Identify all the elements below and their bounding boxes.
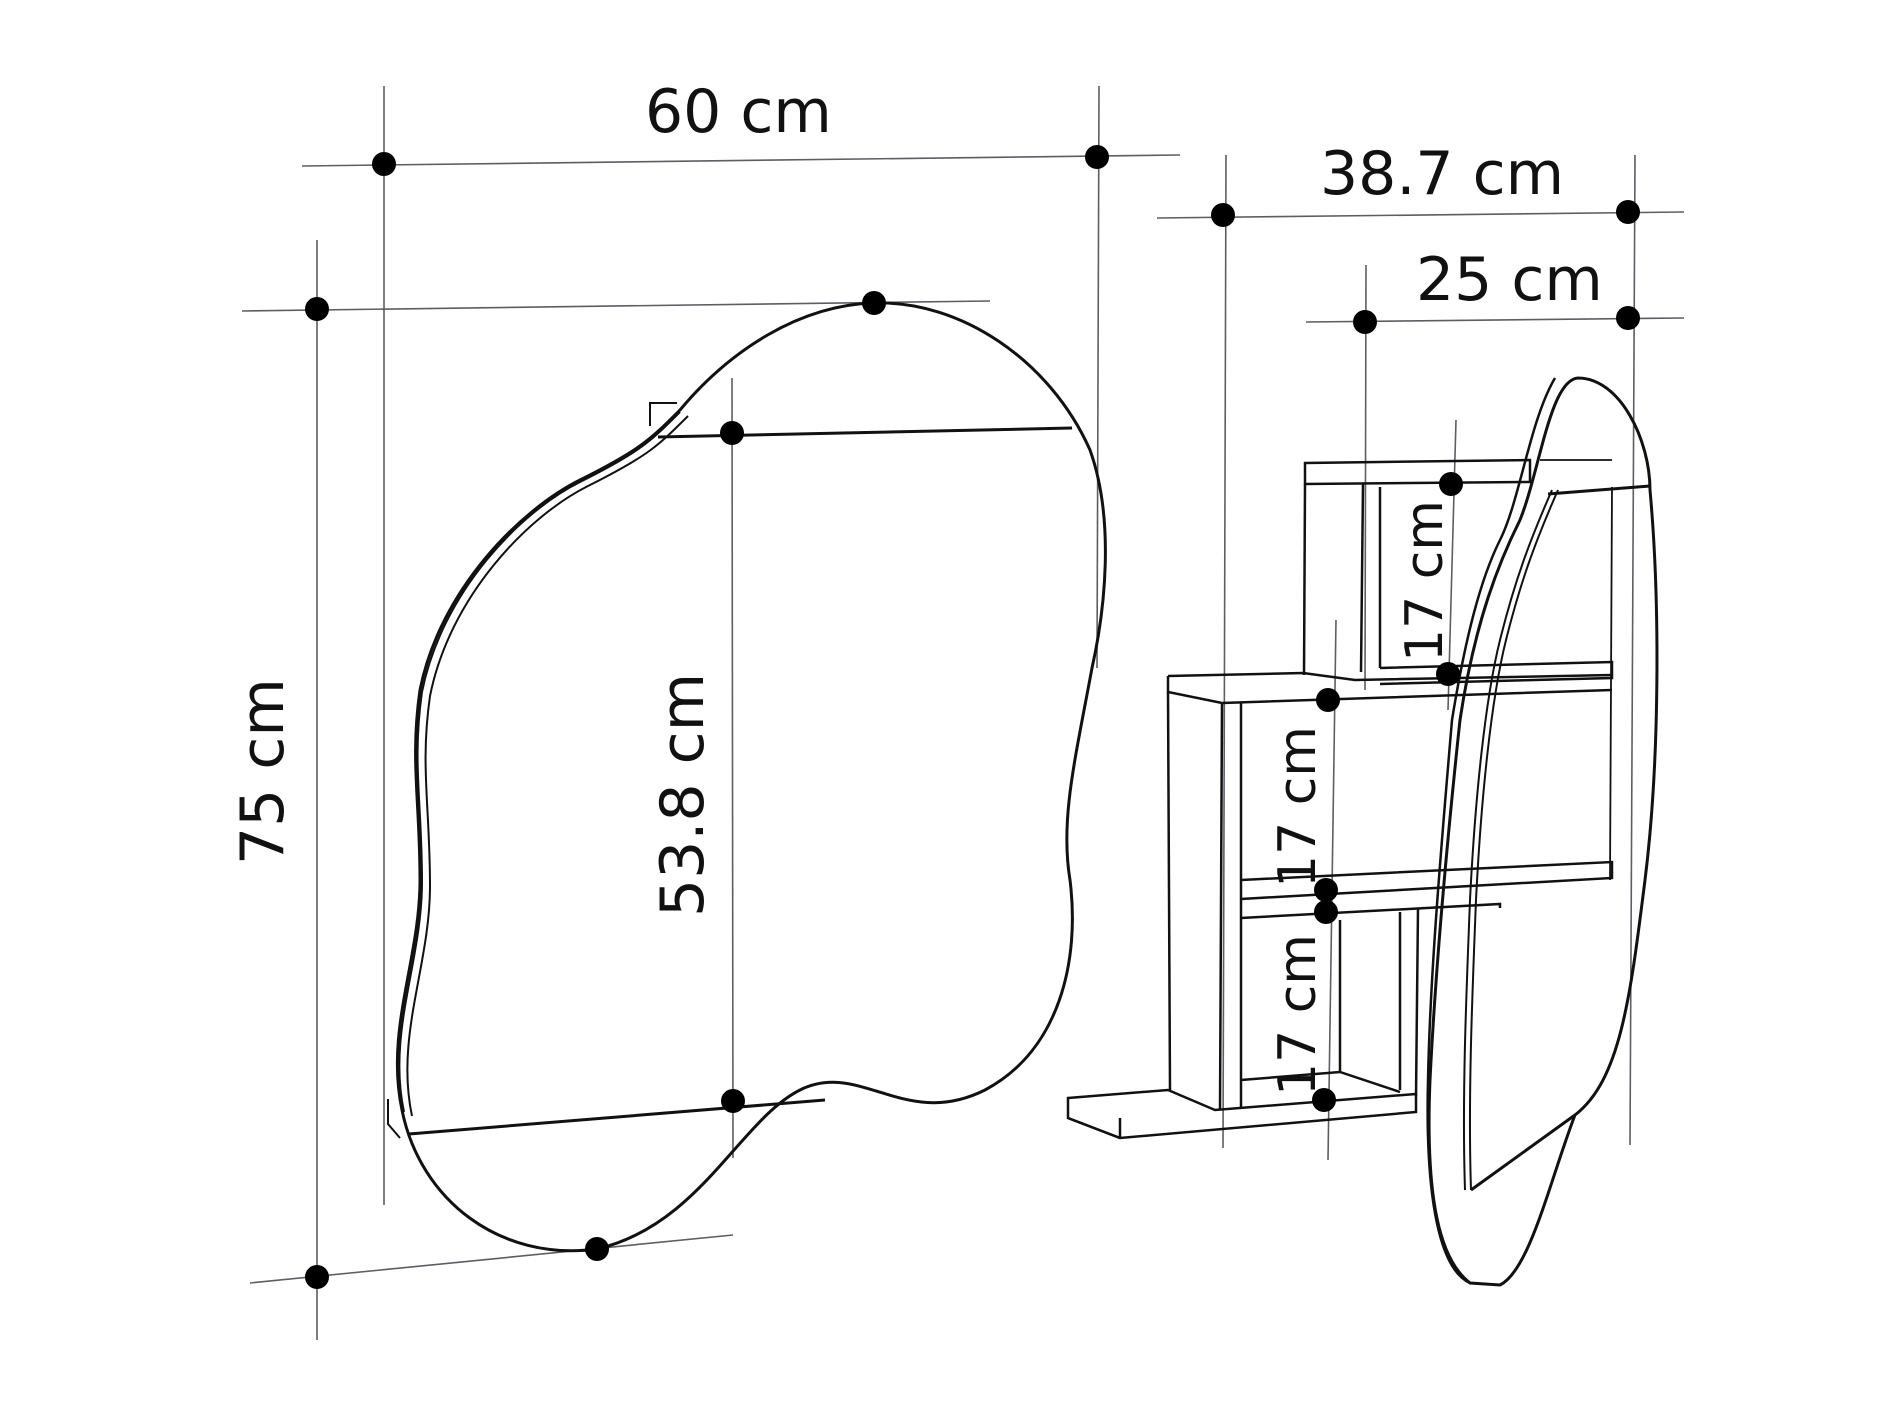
- shelf-depth-label-25: 25 cm: [1416, 245, 1603, 315]
- dimension-dots: [305, 145, 1640, 1289]
- depth-label-38-7: 38.7 cm: [1320, 139, 1565, 209]
- inner-height-label-53-8: 53.8 cm: [648, 672, 718, 917]
- shelf-height-label-bottom: 17 cm: [1268, 934, 1328, 1096]
- shelf-height-label-middle: 17 cm: [1268, 726, 1328, 888]
- shelf-unit: [1066, 458, 1614, 1140]
- height-label-75: 75 cm: [228, 678, 298, 865]
- front-mirror: [387, 301, 1107, 1253]
- shelf-height-label-top: 17 cm: [1395, 500, 1455, 662]
- width-label-60: 60 cm: [645, 77, 832, 147]
- side-mirror: [1426, 376, 1659, 1287]
